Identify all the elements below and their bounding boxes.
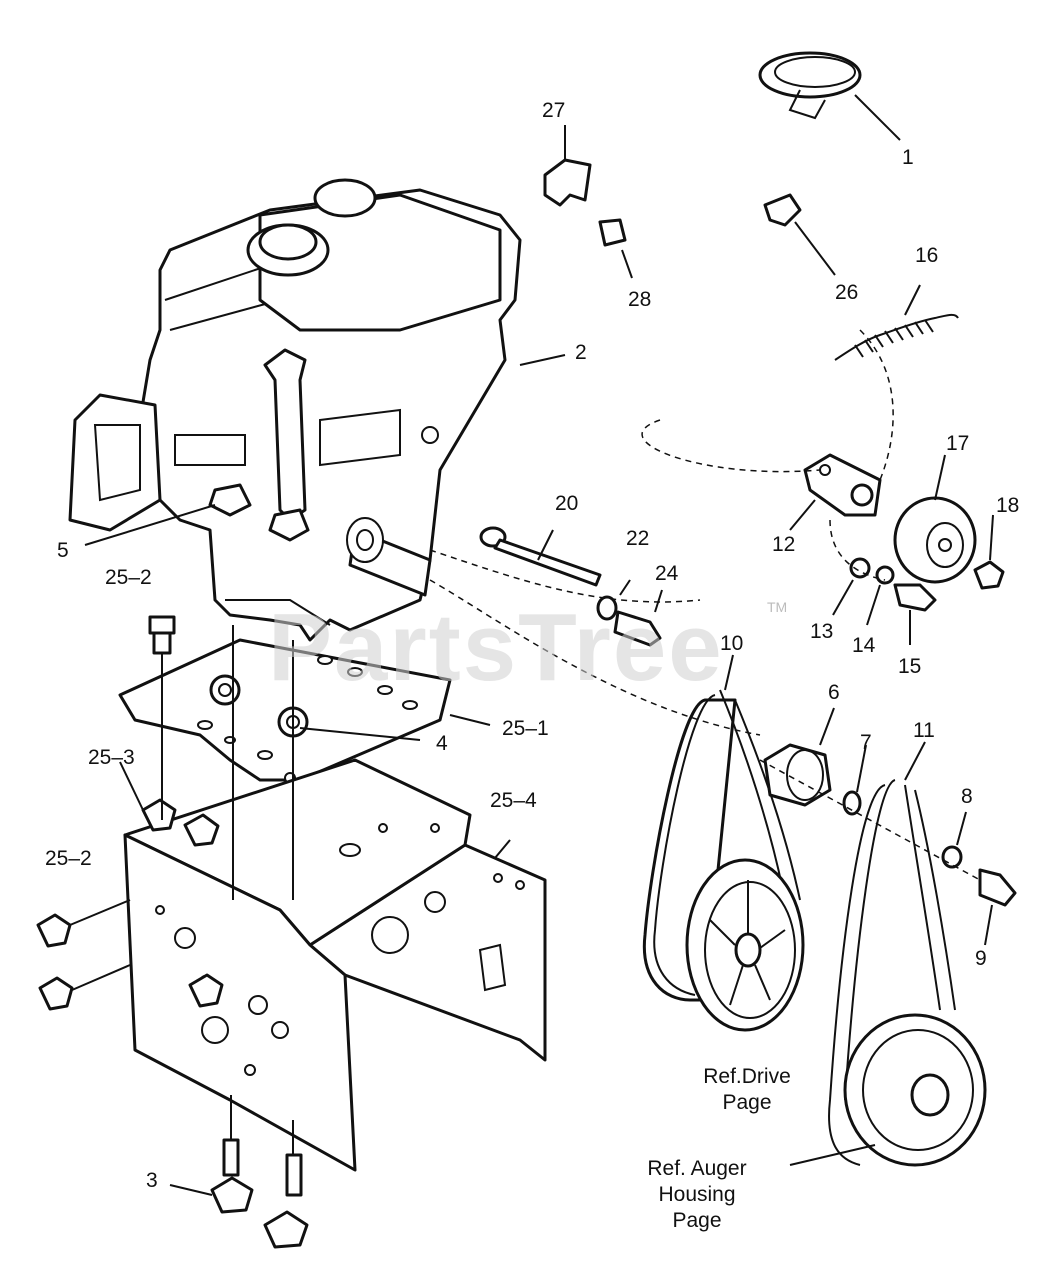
- callout-24: 24: [655, 562, 679, 585]
- top-parts: [543, 51, 959, 361]
- ref-auger-line1: Ref. Auger: [647, 1157, 746, 1180]
- callout-26: 26: [835, 281, 858, 304]
- callout-11: 11: [913, 719, 935, 742]
- callout-9: 9: [975, 947, 987, 970]
- frame-bolts: [36, 615, 309, 1249]
- watermark-text: PartsTree: [268, 594, 724, 701]
- callout-8: 8: [961, 785, 973, 808]
- callout-25-4: 25–4: [490, 789, 537, 812]
- callout-18: 18: [996, 494, 1019, 517]
- engine: [68, 178, 522, 642]
- reference-notes: Ref.Drive Page Ref. Auger Housing Page: [647, 1065, 790, 1232]
- callout-25-1: 25–1: [502, 717, 549, 740]
- ref-drive-line1: Ref.Drive: [703, 1065, 791, 1088]
- callout-10: 10: [720, 632, 743, 655]
- callout-17: 17: [946, 432, 969, 455]
- callout-16: 16: [915, 244, 938, 267]
- callout-4: 4: [436, 732, 448, 755]
- callout-12: 12: [772, 533, 795, 556]
- idler-assembly: [641, 329, 1005, 612]
- callout-20: 20: [555, 492, 578, 515]
- ref-auger-line3: Page: [672, 1209, 721, 1232]
- ref-auger-line2: Housing: [658, 1183, 735, 1206]
- callout-25-3: 25–3: [88, 746, 135, 769]
- drive-belts: [642, 689, 1017, 1167]
- callout-25-2-lower: 25–2: [45, 847, 92, 870]
- callout-28: 28: [628, 288, 651, 311]
- callout-2: 2: [575, 341, 587, 364]
- callout-labels: 1 2 3 4 5 6 7 8 9 10 11 12 13 14 15 16 1…: [45, 99, 1019, 1192]
- callout-25-2-upper: 25–2: [105, 566, 152, 589]
- callout-15: 15: [898, 655, 921, 678]
- hardware-leaders: [69, 625, 294, 1155]
- callout-14: 14: [852, 634, 876, 657]
- callout-5: 5: [57, 539, 69, 562]
- callout-13: 13: [810, 620, 833, 643]
- frame: [123, 758, 547, 1172]
- callout-27: 27: [542, 99, 565, 122]
- callout-1: 1: [902, 146, 914, 169]
- watermark-trademark: TM: [767, 599, 787, 615]
- callout-22: 22: [626, 527, 649, 550]
- callout-6: 6: [828, 681, 840, 704]
- mount-plate: [118, 638, 452, 784]
- shaft-hardware: [429, 526, 761, 736]
- callout-7: 7: [860, 731, 872, 754]
- callout-leaders: [84, 94, 994, 1196]
- ref-drive-line2: Page: [722, 1091, 771, 1114]
- callout-3: 3: [146, 1169, 158, 1192]
